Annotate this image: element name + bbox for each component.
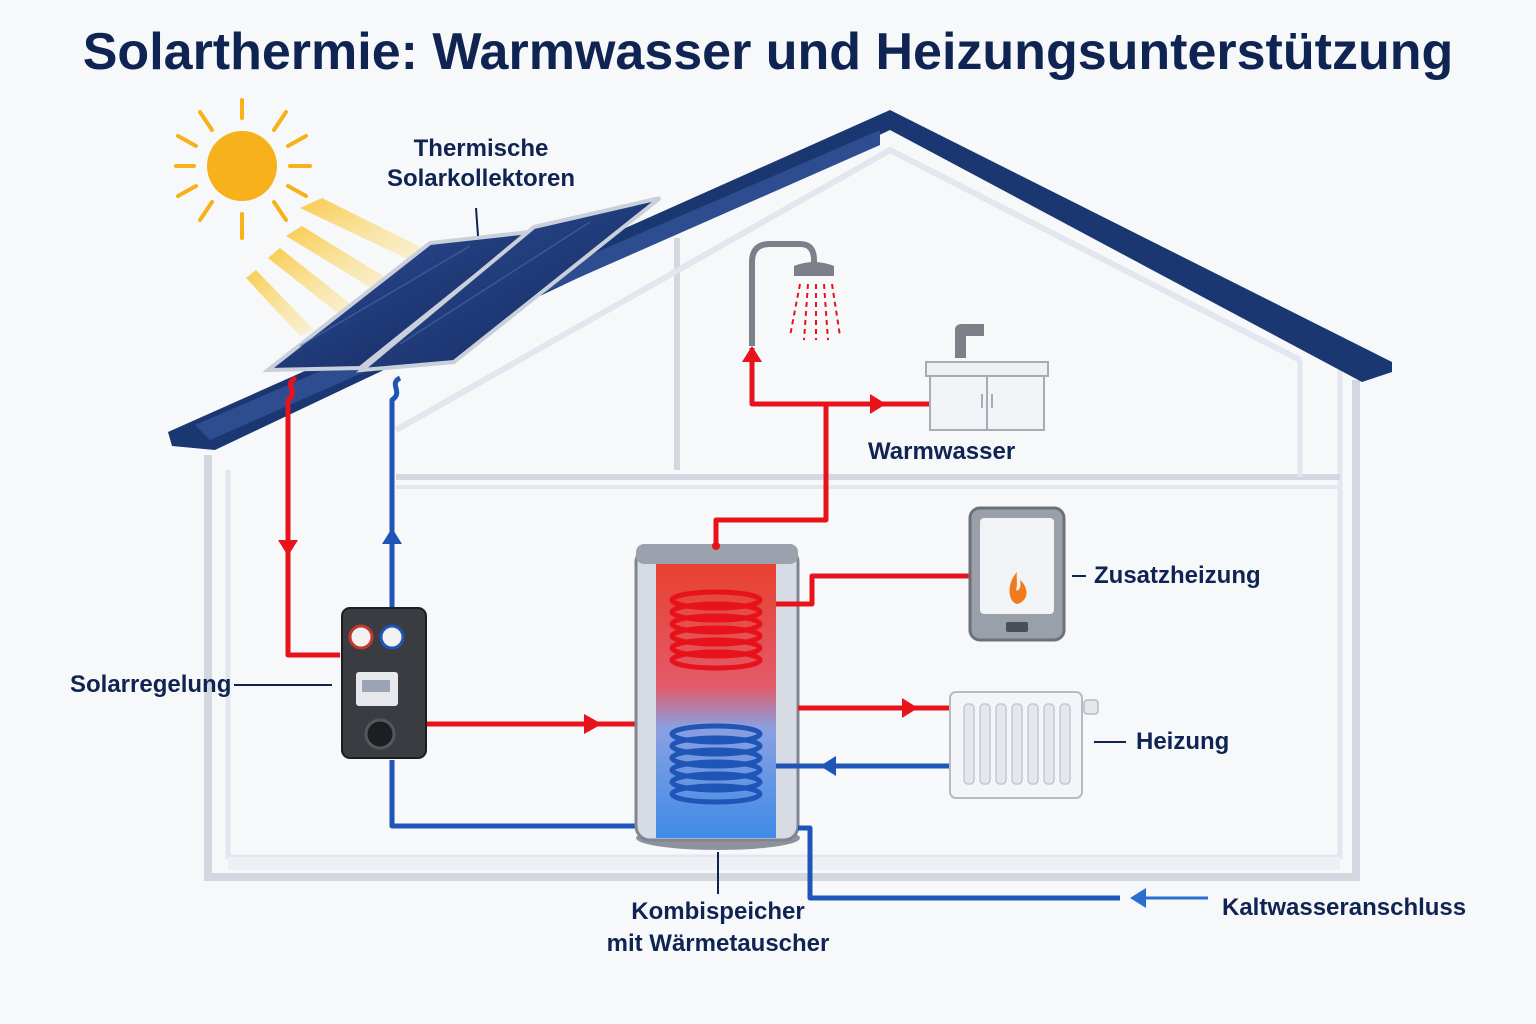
flow-arrow — [1130, 888, 1146, 908]
collector-pipes — [285, 375, 640, 829]
solar-collectors — [262, 196, 662, 373]
storage-label-line1: Kombispeicher — [631, 898, 805, 925]
collectors-label: Thermische Solarkollektoren — [376, 134, 586, 194]
cold-water-pipe — [798, 825, 1208, 901]
sink-icon — [925, 324, 1049, 431]
flow-arrow — [382, 528, 402, 544]
radiator-icon — [949, 691, 1099, 799]
flow-arrow — [870, 394, 886, 414]
cold-water-label: Kaltwasseranschluss — [1222, 894, 1467, 921]
solar-control-station — [341, 607, 427, 759]
flow-arrow — [902, 698, 918, 718]
upper-heat-exchanger-coil — [669, 589, 763, 671]
flow-arrow — [278, 540, 298, 556]
heating-pipes — [776, 705, 950, 769]
roof — [168, 110, 1392, 450]
lower-heat-exchanger-coil — [669, 723, 763, 805]
sun-icon — [174, 98, 430, 336]
storage-label-line2: mit Wärmetauscher — [606, 930, 830, 957]
shower-icon — [749, 241, 841, 346]
page-title: Solarthermie: Warmwasser und Heizungsunt… — [82, 23, 1454, 81]
flow-arrow — [820, 756, 836, 776]
boiler-icon — [968, 506, 1066, 642]
flow-arrow — [742, 346, 762, 362]
aux-heating-label: Zusatzheizung — [1094, 562, 1261, 589]
aux-heating-pipes — [776, 573, 972, 607]
warmwater-label: Warmwasser — [868, 438, 1016, 465]
house — [204, 146, 1360, 881]
collectors-label-line2: Solarkollektoren — [386, 165, 576, 192]
flow-arrow — [584, 714, 602, 734]
storage-label: Kombispeicher mit Wärmetauscher — [590, 896, 846, 960]
heating-label: Heizung — [1136, 728, 1230, 755]
collectors-label-line1: Thermische — [413, 135, 549, 162]
solar-control-label: Solarregelung — [70, 671, 232, 698]
